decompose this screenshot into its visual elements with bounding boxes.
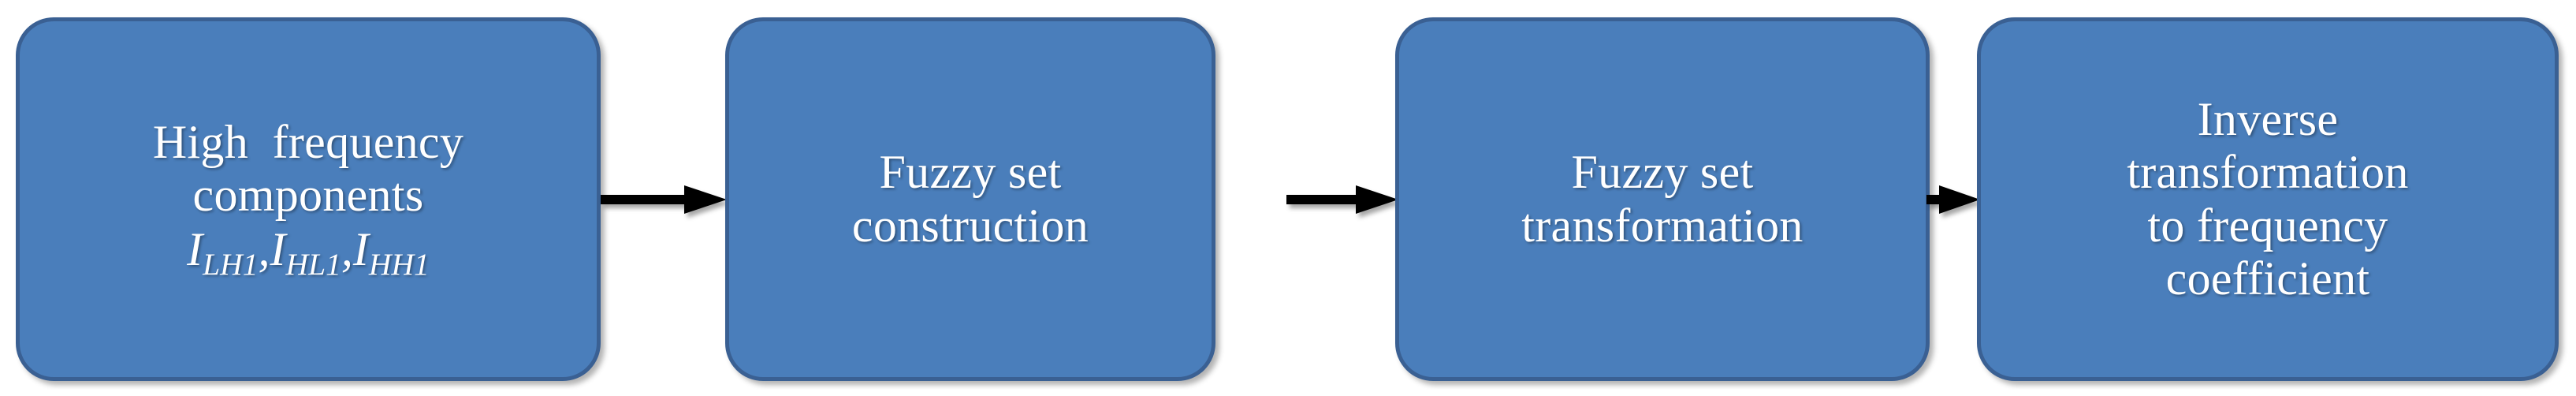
math-symbol-I-hh1: I <box>352 222 369 275</box>
flow-node-inverse-transformation[interactable]: Inverse transformation to frequency coef… <box>1977 17 2559 381</box>
node-2-line-2: construction <box>851 199 1089 252</box>
math-symbol-I-lh1: I <box>187 222 203 275</box>
math-subscript-lh1: LH1 <box>203 246 259 282</box>
node-1-line-2: components <box>192 168 424 221</box>
node-4-line-2: transformation <box>2127 146 2409 199</box>
arrow-right-icon <box>601 184 728 215</box>
node-4-line-1: Inverse <box>2197 93 2339 146</box>
arrow-right-icon <box>1214 184 1400 215</box>
math-subscript-hh1: HH1 <box>368 246 430 282</box>
node-4-line-3: to frequency <box>2147 199 2388 252</box>
node-3-line-2: transformation <box>1521 199 1804 252</box>
node-1-line-1: High frequency <box>152 115 464 168</box>
flow-node-high-frequency-components[interactable]: High frequency components ILH1,IHL1,IHH1 <box>16 17 601 381</box>
math-symbol-I-hl1: I <box>270 222 286 275</box>
node-1-math-line: ILH1,IHL1,IHH1 <box>187 222 430 283</box>
flow-node-fuzzy-set-construction[interactable]: Fuzzy set construction <box>725 17 1215 381</box>
node-4-line-4: coefficient <box>2165 252 2370 304</box>
flow-node-fuzzy-set-transformation[interactable]: Fuzzy set transformation <box>1395 17 1930 381</box>
math-separator-1: , <box>258 222 270 275</box>
node-2-line-1: Fuzzy set <box>879 146 1062 199</box>
math-subscript-hl1: HL1 <box>285 246 341 282</box>
node-3-line-1: Fuzzy set <box>1571 146 1754 199</box>
math-separator-2: , <box>341 222 353 275</box>
arrow-right-icon <box>1926 184 1982 215</box>
